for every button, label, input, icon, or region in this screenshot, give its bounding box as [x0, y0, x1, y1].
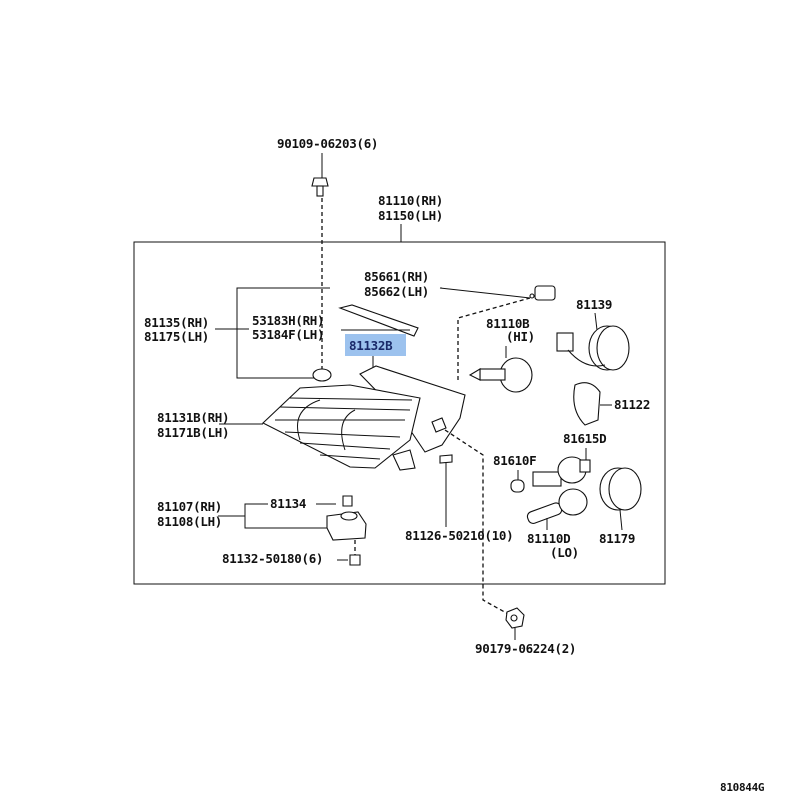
label-81132b[interactable]: 81132B — [349, 338, 393, 353]
label-81150-lh[interactable]: 81150(LH) — [378, 208, 443, 223]
small-bulb-icon — [510, 479, 525, 493]
label-81134[interactable]: 81134 — [270, 496, 306, 511]
cap-ring-icon — [599, 467, 642, 531]
headlamp-body-icon — [262, 365, 466, 471]
nut-bottom-icon — [505, 607, 525, 629]
label-81179[interactable]: 81179 — [599, 531, 635, 546]
lo-socket-icon — [532, 448, 591, 487]
label-81122[interactable]: 81122 — [614, 397, 650, 412]
label-81131b[interactable]: 81131B(RH) — [157, 410, 230, 425]
label-81135[interactable]: 81135(RH) — [144, 315, 209, 330]
trim-strip-icon — [338, 304, 419, 337]
label-81107[interactable]: 81107(RH) — [157, 499, 222, 514]
label-90179-06224[interactable]: 90179-06224(2) — [475, 641, 576, 656]
bolt-top-icon — [311, 177, 329, 197]
label-lo: (LO) — [550, 545, 579, 560]
label-81175[interactable]: 81175(LH) — [144, 329, 209, 344]
label-81110-rh[interactable]: 81110(RH) — [378, 193, 443, 208]
label-85662[interactable]: 85662(LH) — [364, 284, 429, 299]
label-81110b[interactable]: 81110B — [486, 316, 530, 331]
screw-icon — [349, 554, 361, 566]
label-90109-06203[interactable]: 90109-06203(6) — [277, 136, 378, 151]
label-85661[interactable]: 85661(RH) — [364, 269, 429, 284]
label-81126-50210[interactable]: 81126-50210(10) — [405, 528, 514, 543]
hi-bulb-icon — [468, 346, 533, 393]
clip-icon — [439, 454, 453, 464]
retainer-icon — [573, 382, 612, 426]
highlight-81132b[interactable] — [345, 334, 406, 356]
socket-harness-icon — [556, 312, 630, 371]
side-bulb-icon — [529, 285, 556, 301]
label-81108[interactable]: 81108(LH) — [157, 514, 222, 529]
lo-bulb-icon — [526, 488, 588, 530]
label-53184f[interactable]: 53184F(LH) — [252, 327, 325, 342]
label-81610f[interactable]: 81610F — [493, 453, 537, 468]
drawing-code: 810844G — [720, 781, 765, 794]
label-81139[interactable]: 81139 — [576, 297, 612, 312]
assembly-frame — [133, 241, 666, 585]
label-81171b[interactable]: 81171B(LH) — [157, 425, 230, 440]
label-81615d[interactable]: 81615D — [563, 431, 607, 446]
socket-81134-icon — [342, 495, 353, 507]
label-81110d[interactable]: 81110D — [527, 531, 571, 546]
ballast-icon — [326, 511, 367, 541]
label-53183h[interactable]: 53183H(RH) — [252, 313, 325, 328]
label-hi: (HI) — [506, 329, 535, 344]
label-81132-50180[interactable]: 81132-50180(6) — [222, 551, 323, 566]
